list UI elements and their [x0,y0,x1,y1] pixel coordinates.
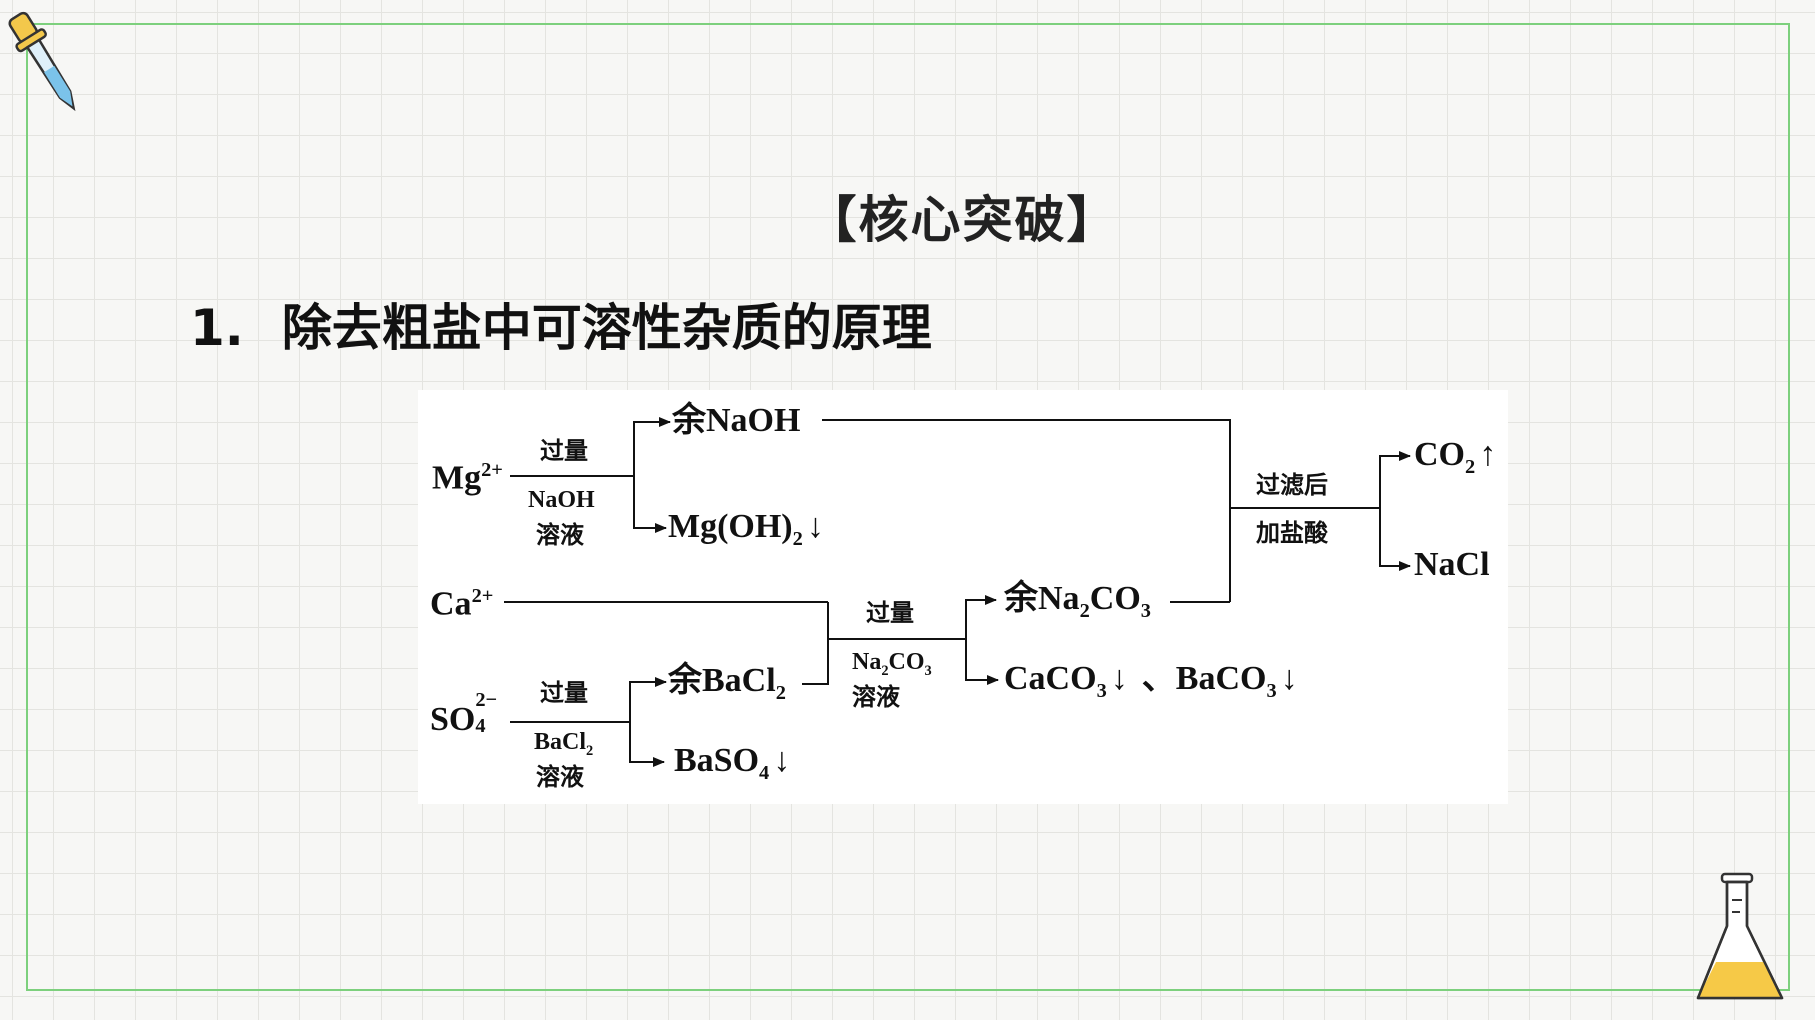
step1-top-label: 过量 [540,439,588,465]
product-excess-bacl2: 余BaCl2 [668,662,786,704]
so4-branch [629,677,667,722]
product-caco3-baco3: CaCO3↓、BaCO3↓ [1004,660,1298,702]
ion-ca: Ca2+ [430,585,494,623]
product-excess-naoh: 余NaOH [672,402,801,439]
mg-branch-down [633,476,667,533]
precipitate-arrow: ↓ [1110,660,1128,697]
step4-top-label: 过滤后 [1256,473,1328,499]
section-title: 1. 除去粗盐中可溶性杂质的原理 [190,288,932,360]
na2co3-branch [965,595,997,639]
na2co3-branch-down [965,639,999,685]
product-mgoh2: Mg(OH)2↓ [668,508,824,550]
flask-icon [1696,872,1784,1000]
mg-branch [633,417,671,476]
step3-reagent-label: Na2CO3 [852,649,932,679]
slide-frame [26,23,1790,991]
step2-reagent-label: BaCl2 [534,729,594,759]
product-baso4: BaSO4↓ [674,742,791,784]
final-branch [1379,451,1411,508]
page-heading: 【核心突破】 [806,191,1119,249]
flow-connectors [504,417,1411,767]
precipitate-arrow: ↓ [806,508,824,545]
product-co2: CO2↑ [1414,436,1497,478]
precipitate-arrow: ↓ [1280,660,1298,697]
step4-bottom-label: 加盐酸 [1256,521,1328,547]
section-number: 1. [190,299,244,357]
step3-top-label: 过量 [866,601,914,627]
gas-arrow: ↑ [1479,436,1497,473]
product-nacl: NaCl [1414,546,1490,583]
naoh-excess-line [822,419,1231,602]
final-branch-down [1379,508,1411,571]
dropper-icon [8,11,76,112]
precipitate-arrow: ↓ [773,742,791,779]
step2-bottom-label: 溶液 [536,765,584,791]
so4-branch-down [629,722,665,767]
ion-mg: Mg2+ [432,459,503,497]
step3-bottom-label: 溶液 [852,685,900,711]
section-title-text: 除去粗盐中可溶性杂质的原理 [281,299,932,357]
bacl2-excess-line [802,602,829,685]
step1-reagent-label: NaOH [528,487,595,513]
step1-bottom-label: 溶液 [536,523,584,549]
step2-top-label: 过量 [540,681,588,707]
product-excess-na2co3: 余Na2CO3 [1004,580,1151,622]
